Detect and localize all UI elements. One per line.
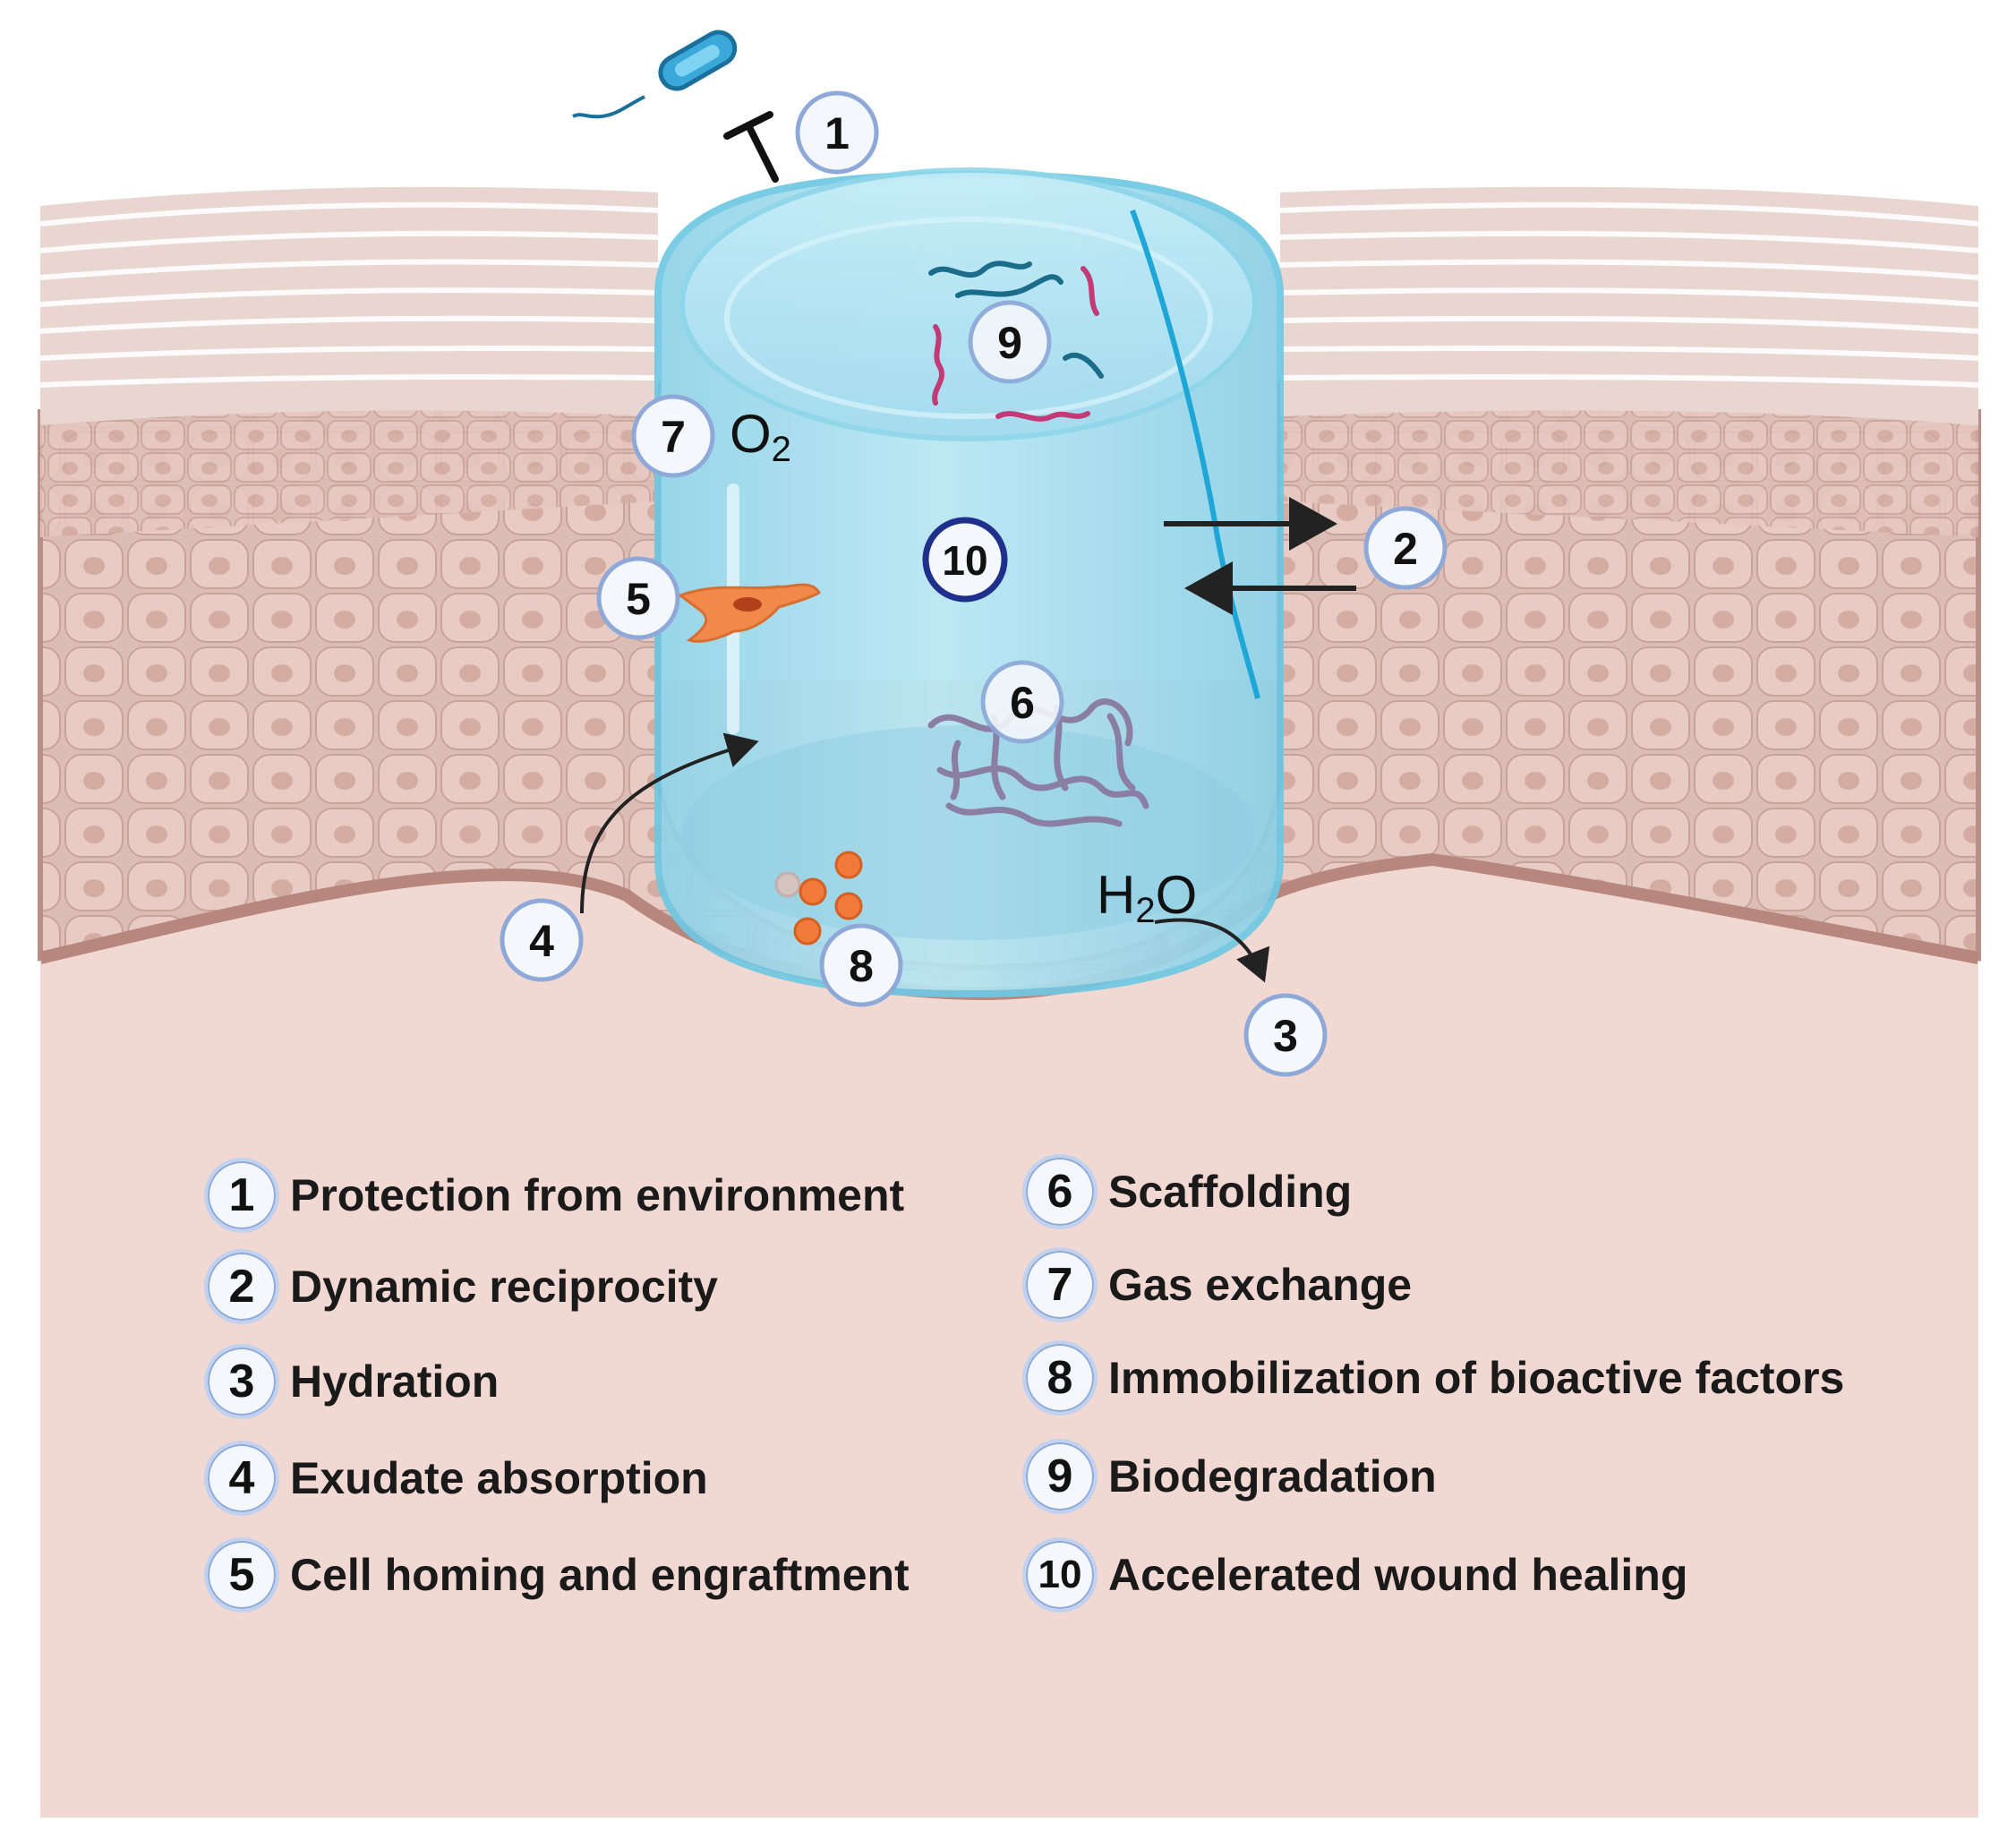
exchange-arrows — [1164, 497, 1356, 615]
marker-9: 9 — [968, 300, 1052, 384]
stratum-corneum — [40, 186, 1978, 425]
bacterium-icon — [572, 30, 738, 119]
marker-3: 3 — [1243, 993, 1328, 1077]
svg-text:9: 9 — [997, 318, 1022, 368]
marker-4: 4 — [500, 898, 584, 982]
fibroblast-cell-icon — [677, 583, 822, 643]
svg-text:10: 10 — [942, 537, 987, 584]
bioactive-factors-icon — [774, 851, 863, 945]
absorption-arrow — [580, 732, 759, 914]
svg-text:8: 8 — [849, 941, 874, 991]
marker-5: 5 — [596, 556, 680, 640]
svg-text:7: 7 — [661, 412, 686, 462]
water-label: H2O — [1097, 865, 1197, 930]
polymer-strands-icon — [928, 261, 1104, 422]
hydration-arrow — [1154, 918, 1270, 983]
svg-text:6: 6 — [1010, 678, 1035, 728]
marker-6: 6 — [980, 660, 1064, 744]
marker-8: 8 — [819, 923, 903, 1007]
svg-text:2: 2 — [1393, 524, 1418, 574]
marker-10: 10 — [922, 517, 1008, 603]
svg-text:5: 5 — [626, 574, 651, 624]
svg-text:3: 3 — [1273, 1011, 1298, 1061]
svg-text:1: 1 — [824, 108, 850, 158]
marker-7: 7 — [631, 394, 715, 478]
figure-markers: 1 2 3 4 5 6 7 8 — [500, 90, 1448, 1077]
marker-2: 2 — [1363, 506, 1448, 590]
svg-text:4: 4 — [529, 916, 554, 966]
granular-layer — [40, 376, 658, 537]
inhibition-icon — [723, 111, 779, 183]
corneum-stripes — [38, 201, 1981, 388]
marker-1: 1 — [795, 90, 879, 175]
oxygen-label: O2 — [730, 404, 791, 469]
granular-layer-right — [1280, 376, 1978, 537]
